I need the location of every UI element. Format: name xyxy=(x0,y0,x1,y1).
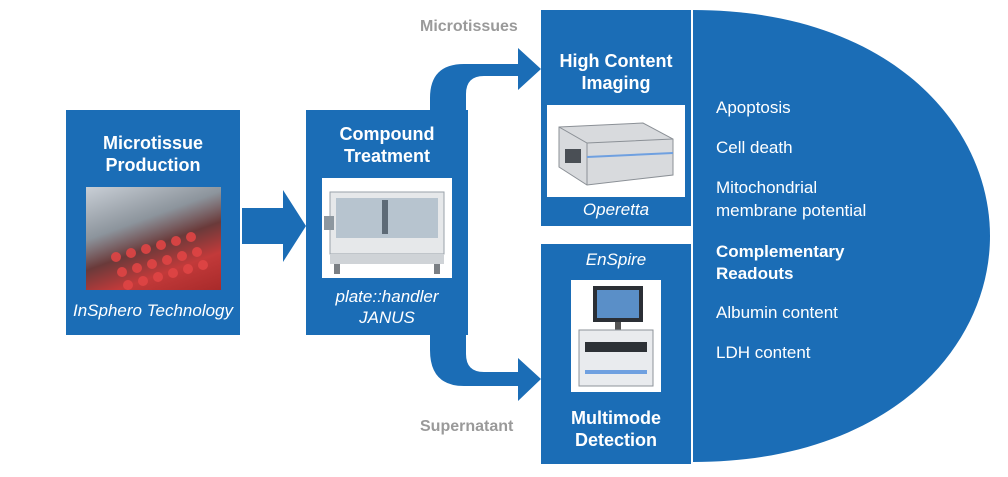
compound-treatment-box: Compound Treatment plate::handler JANUS xyxy=(306,110,468,335)
readout-albumin: Albumin content xyxy=(716,303,838,322)
imaging-title-line2: Imaging xyxy=(581,73,651,93)
microtissues-label: Microtissues xyxy=(420,18,518,35)
supernatant-label: Supernatant xyxy=(420,418,514,435)
treatment-title-line2: Treatment xyxy=(343,146,431,166)
microtissue-production-box: Microtissue Production InSphero Technolo… xyxy=(66,110,240,335)
treatment-title-line1: Compound xyxy=(339,124,435,144)
arrow-to-detection xyxy=(430,335,541,401)
production-title-line2: Production xyxy=(105,155,201,175)
high-content-imaging-box: High Content Imaging Operetta xyxy=(541,10,691,226)
complementary-readouts-line2: Readouts xyxy=(716,264,794,283)
imaging-caption: Operetta xyxy=(582,200,650,219)
imaging-title-line1: High Content xyxy=(559,51,673,71)
readout-mitochondrial-line1: Mitochondrial xyxy=(716,178,818,197)
detection-caption: EnSpire xyxy=(585,250,647,269)
readout-cell-death: Cell death xyxy=(716,138,793,157)
detection-title-line2: Detection xyxy=(574,430,657,450)
readout-mitochondrial-line2: membrane potential xyxy=(716,201,867,220)
treatment-caption-line1: plate::handler xyxy=(335,287,439,306)
production-caption: InSphero Technology xyxy=(72,301,234,320)
arrow-production-to-treatment xyxy=(242,190,306,262)
multimode-detection-box: EnSpire Multimode Detection xyxy=(541,244,691,464)
detection-title-line1: Multimode xyxy=(571,408,661,428)
complementary-readouts-line1: Complementary xyxy=(716,242,845,261)
microtissue-plate-photo xyxy=(86,187,221,290)
treatment-caption-line2: JANUS xyxy=(359,308,415,327)
plate-reader-photo xyxy=(571,280,661,392)
arrow-to-imaging xyxy=(430,48,541,110)
readouts-panel xyxy=(693,10,990,462)
production-title-line1: Microtissue xyxy=(102,133,204,153)
readout-ldh: LDH content xyxy=(716,343,811,362)
liquid-handler-photo xyxy=(322,178,452,278)
imaging-system-photo xyxy=(547,105,685,197)
readout-apoptosis: Apoptosis xyxy=(716,98,791,117)
